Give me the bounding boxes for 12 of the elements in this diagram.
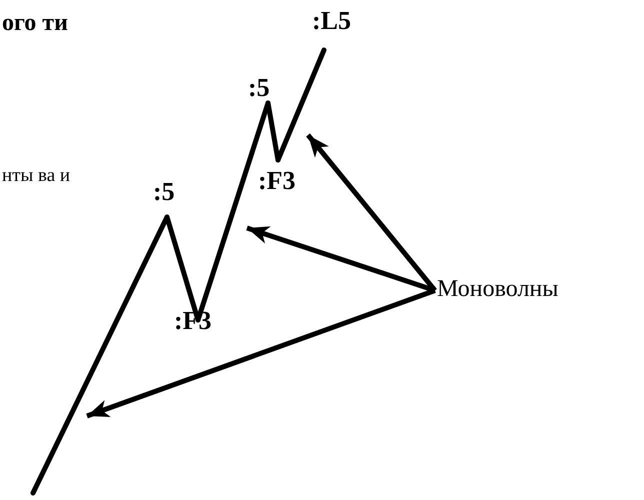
arrow	[306, 133, 437, 292]
wave-label: :F3	[258, 166, 296, 196]
body-text: нты ва и	[2, 164, 72, 188]
wave-label: :L5	[312, 6, 351, 36]
wave-type-label: Моноволны	[437, 276, 558, 303]
wave-label: :5	[153, 177, 175, 207]
heading-text: ого ти	[2, 9, 69, 38]
arrow	[246, 226, 436, 293]
wave-segment	[30, 214, 170, 496]
arrow	[86, 288, 436, 418]
wave-label: :5	[248, 73, 270, 103]
wave-segment	[276, 48, 326, 162]
